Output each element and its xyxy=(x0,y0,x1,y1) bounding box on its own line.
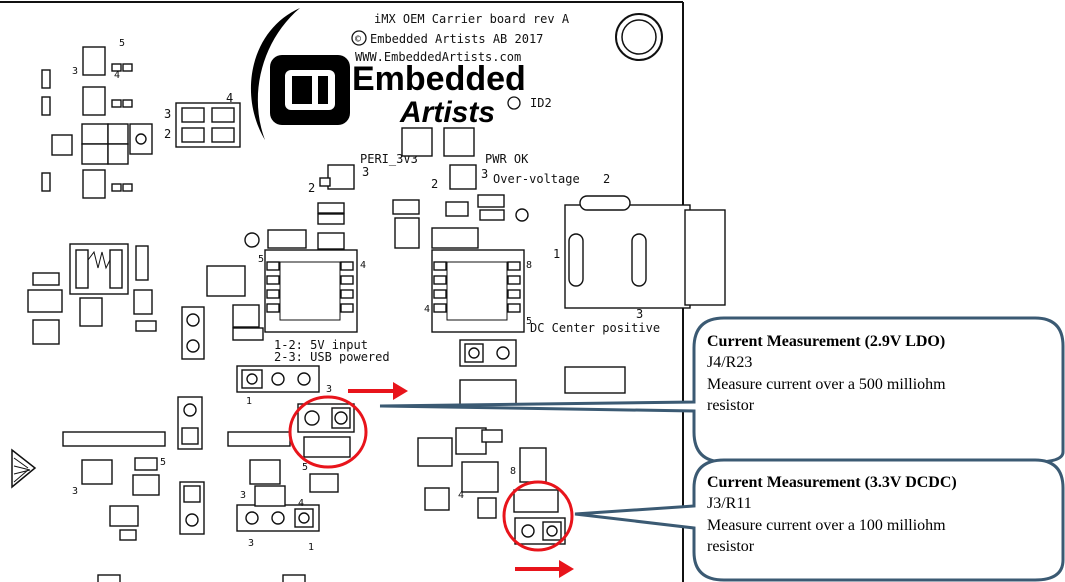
pin-label-3: 3 xyxy=(72,486,78,497)
pin-label-5: 5 xyxy=(258,254,264,265)
id2-marker: ID2 xyxy=(507,96,552,110)
capacitor-footprints xyxy=(181,127,529,360)
pin-label-8: 8 xyxy=(526,260,532,271)
pin-label-2: 2 xyxy=(164,127,171,141)
jumper-note-1: 1-2: 5V input xyxy=(274,338,368,352)
highlight-j3-circle xyxy=(502,480,574,552)
logo-word-artists: Artists xyxy=(399,96,495,129)
pin-label-4: 4 xyxy=(298,498,304,509)
ic-footprint-right xyxy=(431,249,525,333)
pin-label-5: 5 xyxy=(526,316,532,327)
bottom-edge-parts xyxy=(97,574,306,582)
callout-ref-ldo: J4/R23 xyxy=(707,354,752,371)
callout-2v9-ldo: Current Measurement (2.9V LDO) J4/R23 Me… xyxy=(379,316,1065,464)
pin-label-3: 3 xyxy=(481,167,488,181)
pin-label-3: 3 xyxy=(636,307,643,321)
pin-label-4: 4 xyxy=(360,260,366,271)
callout-desc-ldo-2: resistor xyxy=(707,397,755,414)
callout-3v3-dcdc: Current Measurement (3.3V DCDC) J3/R11 M… xyxy=(574,458,1065,582)
pin-label-5: 5 xyxy=(160,457,166,468)
j4-header xyxy=(297,403,355,458)
dcdc-cluster xyxy=(417,366,626,519)
pin-label-2: 2 xyxy=(431,177,438,191)
sot-footprints-left xyxy=(41,46,133,199)
pin-label-2: 2 xyxy=(308,181,315,195)
mounting-hole xyxy=(615,13,663,61)
pin-label-4: 4 xyxy=(424,304,430,315)
vertical-headers-left xyxy=(177,396,205,535)
jumper-header-3pin xyxy=(236,365,320,393)
pwr-ok-label: PWR OK xyxy=(485,152,529,166)
pin-label-3: 3 xyxy=(362,165,369,179)
callout-desc-ldo-1: Measure current over a 500 milliohm xyxy=(707,376,946,393)
pin-label-3: 3 xyxy=(248,538,254,549)
pin-label-2: 2 xyxy=(603,172,610,186)
embedded-artists-logo: Embedded Artists xyxy=(250,8,526,140)
four-pad-module xyxy=(175,102,241,148)
misc-pads-left xyxy=(27,272,157,345)
pin-label-1: 1 xyxy=(553,247,560,261)
pin-label-3: 3 xyxy=(326,384,332,395)
id2-label: ID2 xyxy=(530,96,552,110)
sot-cluster-lower-left xyxy=(62,431,339,541)
pin-label-1: 1 xyxy=(246,396,252,407)
callout-title-ldo: Current Measurement (2.9V LDO) xyxy=(707,333,945,350)
bottom-header-3pin xyxy=(236,504,320,532)
callout-ref-dcdc: J3/R11 xyxy=(707,495,752,512)
dc-jack-footprint xyxy=(564,195,726,309)
board-title: iMX OEM Carrier board rev A xyxy=(374,12,570,26)
pin-label-3: 3 xyxy=(240,490,246,501)
copyright-line: © Embedded Artists AB 2017 xyxy=(351,30,543,46)
red-arrow-upper xyxy=(348,382,408,400)
edge-hatch-mark xyxy=(11,448,37,489)
over-voltage-label: Over-voltage xyxy=(493,172,580,186)
callout-desc-dcdc-1: Measure current over a 100 milliohm xyxy=(707,517,946,534)
callout-desc-dcdc-2: resistor xyxy=(707,538,755,555)
pin-label-5: 5 xyxy=(119,38,125,49)
pin-label-1: 1 xyxy=(308,542,314,553)
sot-peri-3v3 xyxy=(319,164,355,190)
pin-label-4: 4 xyxy=(458,490,464,501)
pin-label-3: 3 xyxy=(72,66,78,77)
inductor-footprint xyxy=(81,123,153,165)
ic-footprint-left xyxy=(264,249,358,333)
jumper-note-2: 2-3: USB powered xyxy=(274,350,390,364)
pin-label-3: 3 xyxy=(164,107,171,121)
highlight-j4-circle xyxy=(288,395,368,469)
pin-label-4: 4 xyxy=(114,70,120,81)
callout-title-dcdc: Current Measurement (3.3V DCDC) xyxy=(707,474,957,491)
logo-word-embedded: Embedded xyxy=(352,60,526,98)
red-arrow-lower xyxy=(515,560,574,578)
pin-label-5: 5 xyxy=(302,462,308,473)
pin-label-8: 8 xyxy=(510,466,516,477)
dc-center-label: DC Center positive xyxy=(530,321,660,335)
resistor-block xyxy=(69,243,149,295)
copyright-text: Embedded Artists AB 2017 xyxy=(370,32,543,46)
two-pin-header-right xyxy=(459,339,517,407)
sot-pwr-ok xyxy=(449,164,477,190)
j3-header xyxy=(514,517,566,545)
board-url: WWW.EmbeddedArtists.com xyxy=(355,50,521,64)
copyright-symbol: © xyxy=(355,34,362,45)
pin-label-4: 4 xyxy=(226,91,233,105)
